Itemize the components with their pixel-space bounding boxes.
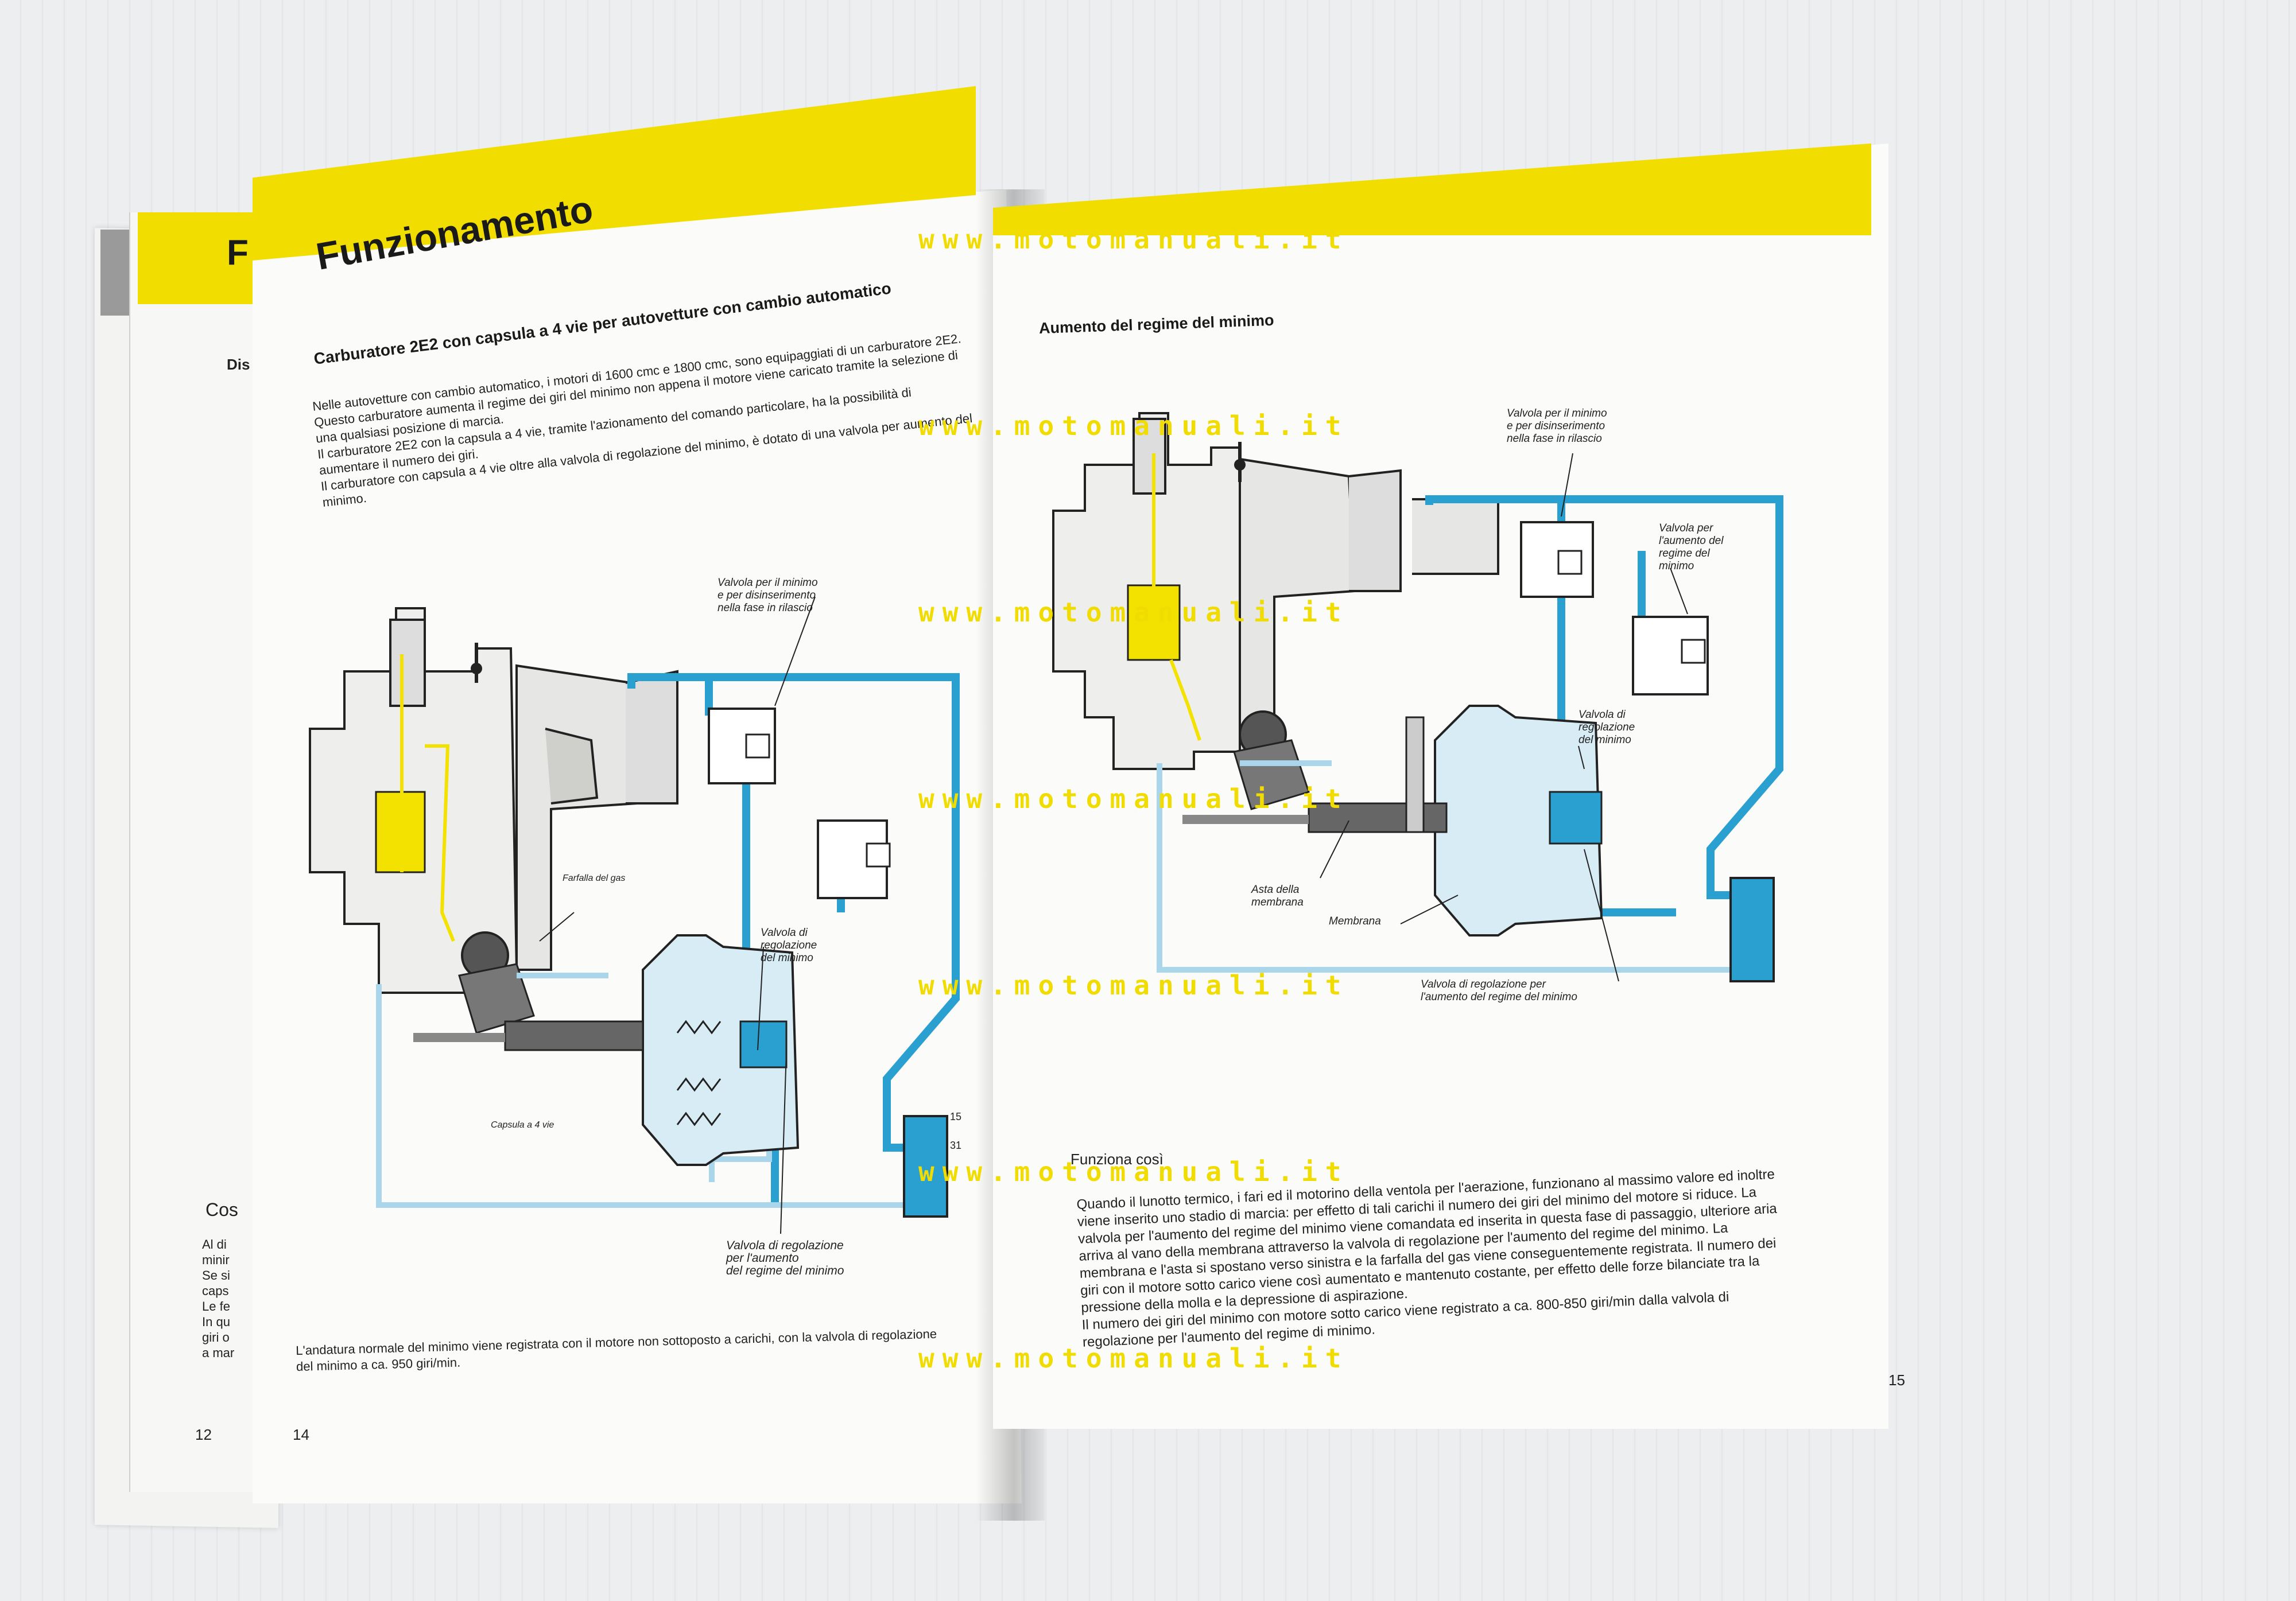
watermark-5: www.motomanuali.it xyxy=(918,970,1349,1001)
label-membrane: Membrana xyxy=(1329,915,1381,927)
membrane-rod xyxy=(504,1020,644,1051)
relay-connector xyxy=(903,1115,948,1218)
label-idle-regulation-valve-right: Valvola di regolazione del minimo xyxy=(1578,709,1635,746)
label-membrane-rod: Asta della membrana xyxy=(1251,884,1304,908)
under-page-fragments: Al di minir Se si caps Le fe In qu giri … xyxy=(202,1237,235,1360)
label-idle-boost-regulation-valve-right: Valvola di regolazione per l'aumento del… xyxy=(1421,978,1577,1003)
under-page-number: 12 xyxy=(195,1426,212,1443)
under-page-header-letter: F xyxy=(227,233,249,273)
relay-connector-right xyxy=(1729,877,1775,982)
watermark-6: www.motomanuali.it xyxy=(918,1156,1349,1187)
right-section-title: Funziona così xyxy=(1071,1151,1163,1168)
membrane-chamber xyxy=(1434,705,1603,936)
under-page-yellow-band xyxy=(138,212,270,304)
label-idle-boost-regulation-valve: Valvola di regolazione per l'aumento del… xyxy=(726,1239,844,1277)
label-four-way-capsule: Capsula a 4 vie xyxy=(491,1120,554,1130)
terminal-31: 31 xyxy=(950,1140,962,1151)
watermark-1: www.motomanuali.it xyxy=(918,224,1349,255)
watermark-7: www.motomanuali.it xyxy=(918,1343,1349,1374)
watermark-3: www.motomanuali.it xyxy=(918,597,1349,628)
label-idle-cutoff-valve: Valvola per il minimo e per disinserimen… xyxy=(718,577,818,614)
label-throttle-valve: Farfalla del gas xyxy=(563,873,626,883)
terminal-15: 15 xyxy=(950,1111,962,1122)
right-page-number: 15 xyxy=(1888,1371,1905,1389)
label-idle-regulation-valve: Valvola di regolazione del minimo xyxy=(761,927,817,964)
label-idle-cutoff-valve-right: Valvola per il minimo e per disinserimen… xyxy=(1507,407,1607,445)
left-page-number: 14 xyxy=(293,1426,309,1443)
under-page-heading: Dis xyxy=(227,356,250,373)
label-idle-boost-valve-right: Valvola per l'aumento del regime del min… xyxy=(1659,522,1724,572)
watermark-2: www.motomanuali.it xyxy=(918,410,1349,441)
watermark-4: www.motomanuali.it xyxy=(918,783,1349,814)
four-way-capsule xyxy=(642,934,800,1166)
under-page-section: Cos xyxy=(205,1199,238,1220)
